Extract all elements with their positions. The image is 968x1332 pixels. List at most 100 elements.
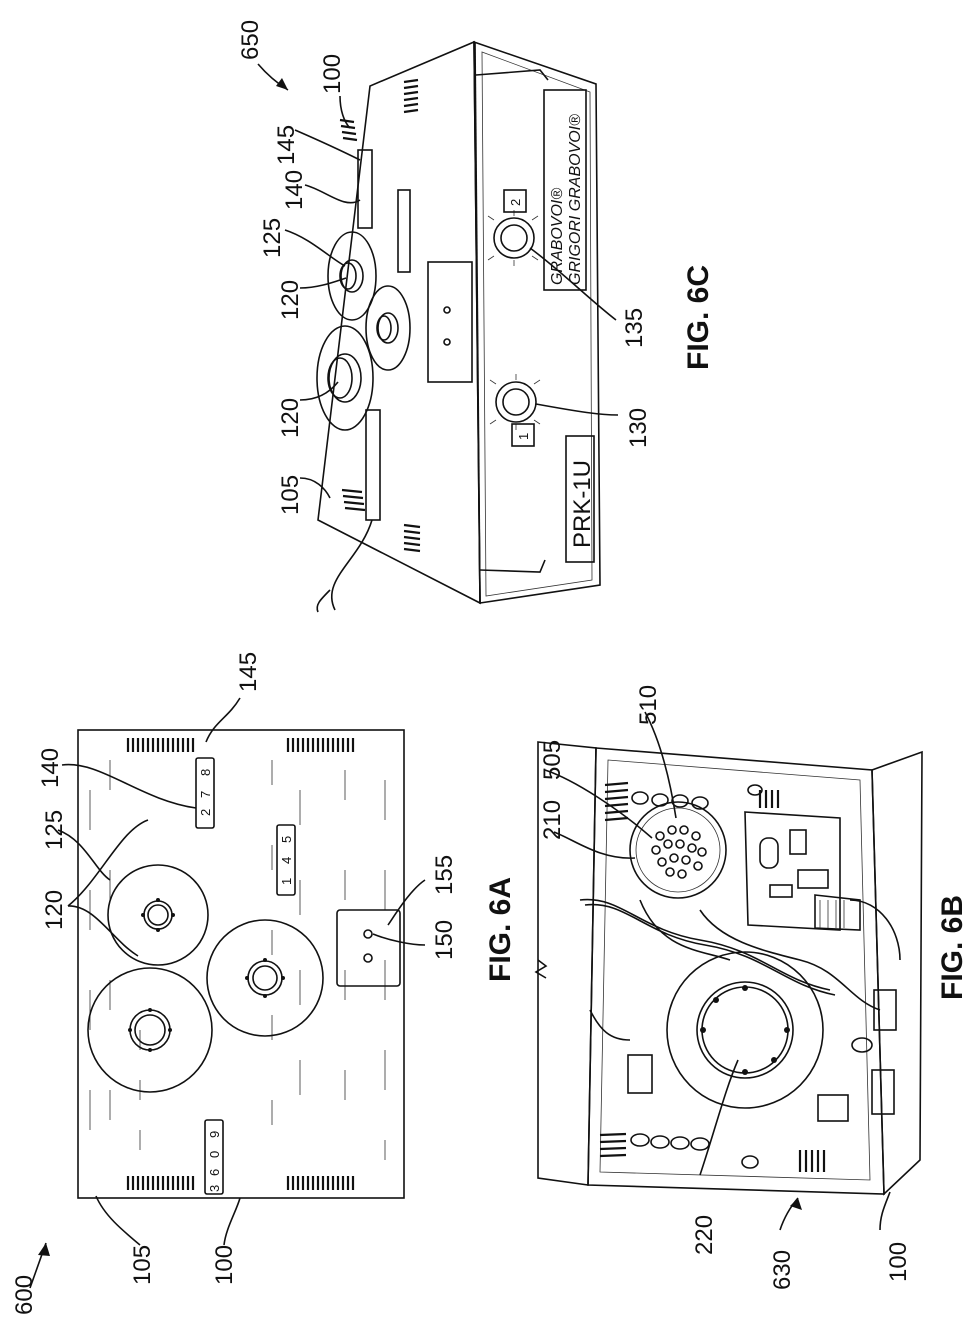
brand-line-1: GRABOVOI® bbox=[549, 188, 566, 285]
panel-texture bbox=[89, 760, 386, 1160]
top-display-strip-1 bbox=[357, 149, 373, 229]
display-top-digit-3: 8 bbox=[198, 769, 213, 776]
speaker-grille bbox=[629, 801, 727, 899]
leader-130 bbox=[535, 403, 619, 416]
top-panel-recess bbox=[427, 261, 473, 383]
vent-grill-left-bottom bbox=[126, 1176, 195, 1190]
ref-120-6c-a: 120 bbox=[277, 398, 304, 438]
vent-grill-right-top bbox=[286, 738, 355, 752]
ref-150: 150 bbox=[431, 920, 458, 960]
bracket-bottom-left bbox=[479, 559, 546, 573]
leader-145 bbox=[205, 697, 241, 743]
ref-100-6b: 100 bbox=[885, 1242, 912, 1282]
arrow-650-head bbox=[276, 78, 288, 90]
ref-155: 155 bbox=[431, 855, 458, 895]
leader-125 bbox=[57, 829, 111, 881]
fig-6c-caption: FIG. 6C bbox=[682, 265, 715, 370]
leader-120-b bbox=[67, 819, 149, 907]
ref-145-6c: 145 bbox=[273, 125, 300, 165]
leader-155 bbox=[387, 879, 426, 926]
leader-105 bbox=[95, 1195, 141, 1246]
display-left-digit-3: 6 bbox=[207, 1169, 222, 1176]
digit-display-top: 2 7 8 bbox=[195, 757, 215, 829]
knob-120-bottom bbox=[87, 967, 213, 1093]
ref-505: 505 bbox=[539, 740, 566, 780]
model-plate: PRK-1U bbox=[565, 435, 596, 563]
components bbox=[627, 784, 897, 1169]
circuit-board bbox=[744, 811, 861, 931]
arrow-600-head bbox=[38, 1243, 50, 1256]
dial-tag-left-text: 1 bbox=[516, 433, 531, 440]
dial-tag-right: 2 bbox=[503, 189, 527, 213]
knob-120-small-6c bbox=[327, 231, 377, 321]
ref-510: 510 bbox=[635, 685, 662, 725]
device-top-panel bbox=[77, 729, 405, 1199]
ref-600: 600 bbox=[11, 1275, 38, 1315]
leader-140-6c bbox=[304, 184, 361, 204]
leader-510 bbox=[644, 711, 677, 819]
leader-505 bbox=[544, 769, 653, 839]
knob-third-6c bbox=[365, 285, 411, 371]
dial-130 bbox=[489, 374, 541, 430]
lid-flap-right bbox=[871, 750, 923, 1196]
ref-210: 210 bbox=[539, 800, 566, 840]
digit-display-mid: 5 4 1 bbox=[276, 824, 296, 896]
ref-105-6a: 105 bbox=[129, 1245, 156, 1285]
display-mid-digit-2: 4 bbox=[279, 857, 294, 864]
leader-120-6c-a bbox=[299, 381, 339, 401]
leader-145-6c bbox=[294, 129, 361, 161]
dial-tag-right-text: 2 bbox=[508, 199, 523, 206]
knob-125 bbox=[206, 919, 324, 1037]
ref-220: 220 bbox=[691, 1215, 718, 1255]
ref-630: 630 bbox=[769, 1250, 796, 1290]
brand-line-2: GRIGORI GRABOVOI® bbox=[567, 114, 584, 285]
knob-120-top bbox=[107, 864, 209, 966]
fig-6b-caption: FIG. 6B bbox=[936, 895, 968, 1000]
ref-105-6c: 105 bbox=[277, 475, 304, 515]
ref-125-6c: 125 bbox=[259, 218, 286, 258]
top-display-strip-2 bbox=[397, 189, 411, 273]
fig-6a-top-view: 2 7 8 9 0 6 3 5 4 1 bbox=[11, 652, 517, 1315]
display-top-digit-2: 7 bbox=[198, 791, 213, 798]
chassis-inner bbox=[599, 759, 871, 1181]
ref-140-6c: 140 bbox=[281, 170, 308, 210]
bracket-top-left bbox=[475, 69, 549, 81]
ref-650: 650 bbox=[237, 20, 264, 60]
leader-125-6c bbox=[284, 229, 346, 267]
ref-125-6a: 125 bbox=[41, 810, 68, 850]
power-cord bbox=[330, 519, 373, 611]
ref-100-6c: 100 bbox=[319, 54, 346, 94]
dial-tag-left: 1 bbox=[511, 423, 535, 447]
leader-120-a bbox=[67, 905, 139, 957]
leader-150 bbox=[372, 933, 426, 946]
ref-135: 135 bbox=[621, 308, 648, 348]
wiring-harness bbox=[579, 898, 901, 1041]
power-panel bbox=[336, 909, 401, 987]
chassis-ribs bbox=[599, 781, 826, 1172]
model-label: PRK-1U bbox=[569, 460, 596, 548]
top-vents bbox=[339, 78, 421, 553]
vent-grill-right-bottom bbox=[286, 1176, 355, 1190]
ref-120-6a: 120 bbox=[41, 890, 68, 930]
ref-100-6a: 100 bbox=[211, 1245, 238, 1285]
front-face-bezel bbox=[481, 51, 593, 597]
display-left-digit-2: 0 bbox=[207, 1151, 222, 1158]
leader-135 bbox=[529, 247, 617, 321]
ref-120-6c-b: 120 bbox=[277, 280, 304, 320]
ref-130: 130 bbox=[625, 408, 652, 448]
leader-105-6c bbox=[299, 477, 331, 499]
display-left-digit-4: 3 bbox=[207, 1185, 222, 1192]
ref-145-6a: 145 bbox=[235, 652, 262, 692]
top-display-strip-3 bbox=[365, 409, 381, 521]
toroidal-transformer bbox=[666, 951, 824, 1109]
display-left-digit-1: 9 bbox=[207, 1131, 222, 1138]
leader-220 bbox=[699, 1059, 739, 1176]
vent-grill-left-top bbox=[126, 738, 195, 752]
knob-120-large-6c bbox=[316, 325, 374, 431]
leader-120-6c-b bbox=[299, 277, 347, 289]
ref-140-6a: 140 bbox=[37, 748, 64, 788]
brand-plate: GRABOVOI® GRIGORI GRABOVOI® bbox=[543, 89, 587, 291]
chassis-outline bbox=[587, 747, 885, 1195]
